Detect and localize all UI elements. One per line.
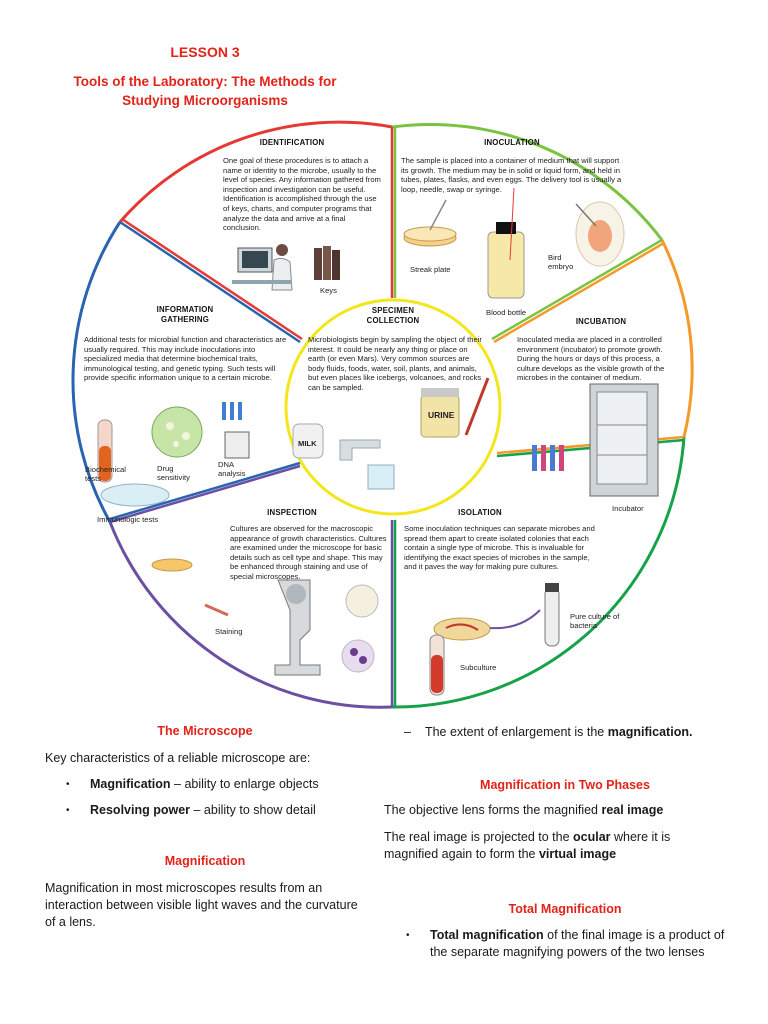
- label-dna-analysis: DNA analysis: [218, 460, 246, 478]
- two-phases-heading: Magnification in Two Phases: [480, 778, 650, 792]
- arc-inspection: [108, 521, 393, 709]
- inspection-text: Cultures are observed for the macroscopi…: [230, 524, 387, 581]
- bullet-resolving-def: – ability to show detail: [190, 803, 316, 817]
- arc-info: [71, 221, 122, 523]
- identification-text: One goal of these procedures is to attac…: [223, 156, 381, 233]
- lesson-title-line2: Studying Microorganisms: [122, 93, 288, 108]
- label-biochemical-tests: Biochemical tests: [85, 465, 126, 483]
- label-streak-plate: Streak plate: [410, 265, 451, 274]
- bullet-magnification-term: Magnification: [90, 777, 171, 791]
- lesson-title: Tools of the Laboratory: The Methods for…: [0, 72, 410, 110]
- microscope-heading: The Microscope: [157, 724, 253, 738]
- inspection-heading: INSPECTION: [267, 508, 317, 517]
- phase1-real-image: real image: [601, 803, 664, 817]
- phase1-text: The objective lens forms the magnified r…: [384, 802, 724, 819]
- phase2-virtual-image: virtual image: [538, 847, 617, 861]
- label-incubator: Incubator: [612, 504, 644, 513]
- bullet-resolving-term: Resolving power: [90, 803, 191, 817]
- info-text: Additional tests for microbial function …: [84, 335, 287, 383]
- specimen-heading-line2: COLLECTION: [366, 316, 420, 325]
- bullet-total-magnification: • Total magnification of the final image …: [406, 927, 730, 961]
- label-drug-sensitivity: Drug sensitivity: [157, 464, 190, 482]
- info-heading: INFORMATION GATHERING: [130, 305, 240, 325]
- bullet-dot: •: [406, 930, 410, 941]
- wheel-rings: [71, 120, 694, 709]
- magnification-text: Magnification in most microscopes result…: [45, 881, 358, 929]
- specimen-heading: SPECIMEN COLLECTION: [343, 306, 443, 326]
- phase2-ocular: ocular: [573, 830, 611, 844]
- inoculation-text: The sample is placed into a container of…: [401, 156, 622, 194]
- label-urine: URINE: [428, 410, 455, 420]
- bullet-resolving-power: • Resolving power – ability to show detai…: [66, 802, 380, 819]
- identification-heading: IDENTIFICATION: [259, 138, 325, 147]
- laboratory-methods-wheel: IDENTIFICATION One goal of these procedu…: [0, 110, 768, 720]
- incubation-heading: INCUBATION: [575, 317, 627, 326]
- lesson-title-line1: Tools of the Laboratory: The Methods for: [73, 74, 337, 89]
- bullet-dot: •: [66, 805, 70, 816]
- specimen-heading-line1: SPECIMEN: [371, 306, 415, 315]
- phase2-c: where it is magnified again to form the: [384, 830, 671, 861]
- label-immunologic-tests: Immunologic tests: [97, 515, 159, 524]
- arc-identification: [118, 120, 393, 223]
- label-milk: MILK: [298, 439, 317, 448]
- label-subculture: Subculture: [460, 663, 497, 672]
- extent-bold: magnification.: [607, 725, 693, 739]
- lesson-number: LESSON 3: [170, 44, 240, 60]
- isolation-text: Some inoculation techniques can separate…: [404, 524, 595, 572]
- info-heading-line1: INFORMATION: [156, 305, 214, 314]
- label-blood-bottle: Blood bottle: [486, 308, 527, 317]
- isolation-heading: ISOLATION: [458, 508, 502, 517]
- extent-dash: –: [404, 725, 411, 739]
- extent-line: –The extent of enlargement is the magnif…: [404, 724, 734, 741]
- label-bird-embryo: Bird embryo: [548, 253, 574, 271]
- specimen-text: Microbiologists begin by sampling the ob…: [308, 335, 482, 392]
- arc-isolation: [391, 436, 686, 709]
- extent-text: The extent of enlargement is the: [424, 725, 608, 739]
- bullet-magnification: • Magnification – ability to enlarge obje…: [66, 776, 380, 793]
- total-term: Total magnification: [430, 928, 544, 942]
- inoculation-heading: INOCULATION: [484, 138, 540, 147]
- total-magnification-heading: Total Magnification: [508, 902, 622, 916]
- total-def: of the final image is a product of the s…: [430, 928, 725, 959]
- arc-inoculation: [391, 122, 664, 241]
- bullet-magnification-def: – ability to enlarge objects: [170, 777, 319, 791]
- magnification-heading: Magnification: [164, 854, 246, 868]
- label-keys: Keys: [320, 286, 337, 295]
- arc-incubation: [660, 239, 694, 438]
- label-pure-culture: Pure culture of bacteria: [570, 612, 620, 630]
- phase2-text: The real image is projected to the ocula…: [384, 829, 714, 863]
- bullet-dot: •: [66, 779, 70, 790]
- phase1-lead: The objective lens forms the magnified: [384, 803, 602, 817]
- label-staining: Staining: [215, 627, 243, 636]
- key-characteristics-intro: Key characteristics of a reliable micros…: [45, 751, 311, 765]
- phase2-a: The real image is projected to the: [384, 830, 573, 844]
- info-heading-line2: GATHERING: [160, 315, 209, 324]
- incubation-text: Inoculated media are placed in a control…: [517, 335, 665, 383]
